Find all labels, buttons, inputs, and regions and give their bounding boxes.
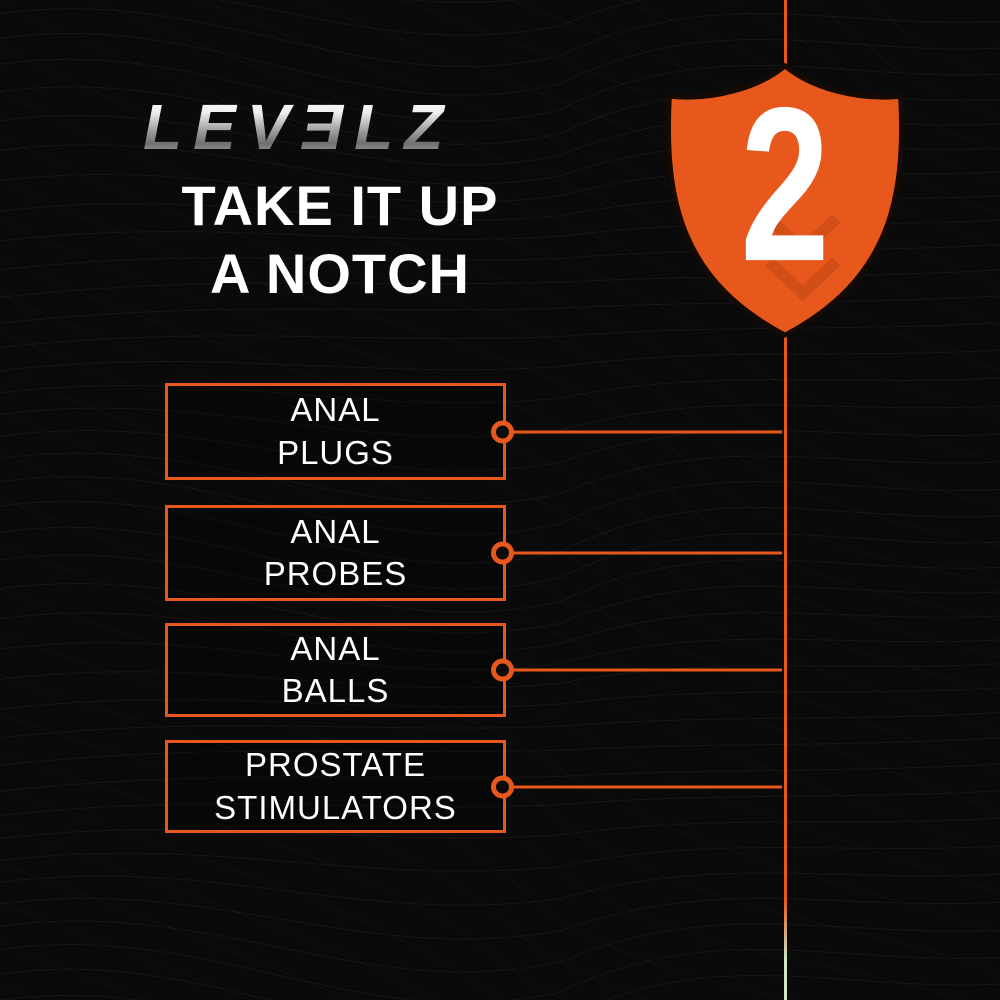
- brand-logo: LEVƎLZ: [143, 90, 543, 164]
- connector-dot: [491, 658, 514, 682]
- connector-dot: [491, 420, 514, 443]
- connector-dot: [491, 775, 514, 798]
- category-label-line1: ANAL: [290, 391, 381, 429]
- category-label-line1: PROSTATE: [245, 746, 426, 784]
- headline-line1: TAKE IT UP: [181, 174, 499, 237]
- shield-icon: [666, 62, 904, 338]
- connector-dot: [491, 541, 514, 565]
- category-box: ANAL BALLS: [165, 623, 782, 717]
- headline: TAKE IT UP A NOTCH: [120, 172, 560, 309]
- timeline-vertical-line: [784, 0, 787, 1000]
- level-number: 2: [740, 61, 830, 307]
- category-label-line2: BALLS: [281, 672, 390, 709]
- chevron-watermark-icon: [764, 214, 841, 302]
- category-box: ANAL PLUGS: [165, 383, 782, 480]
- category-label-line1: ANAL: [290, 512, 381, 550]
- category-box: ANAL PROBES: [165, 505, 782, 601]
- connector-line: [503, 785, 782, 788]
- connector-line: [503, 668, 782, 672]
- headline-line2: A NOTCH: [209, 242, 470, 306]
- category-label-line2: STIMULATORS: [214, 788, 457, 826]
- category-label-line1: ANAL: [290, 629, 381, 667]
- connector-line: [503, 551, 782, 555]
- level-badge: 2: [652, 58, 918, 342]
- category-label-line2: PLUGS: [277, 433, 394, 471]
- category-label-line2: PROBES: [263, 555, 408, 592]
- connector-line: [503, 430, 782, 433]
- category-box: PROSTATE STIMULATORS: [165, 740, 782, 833]
